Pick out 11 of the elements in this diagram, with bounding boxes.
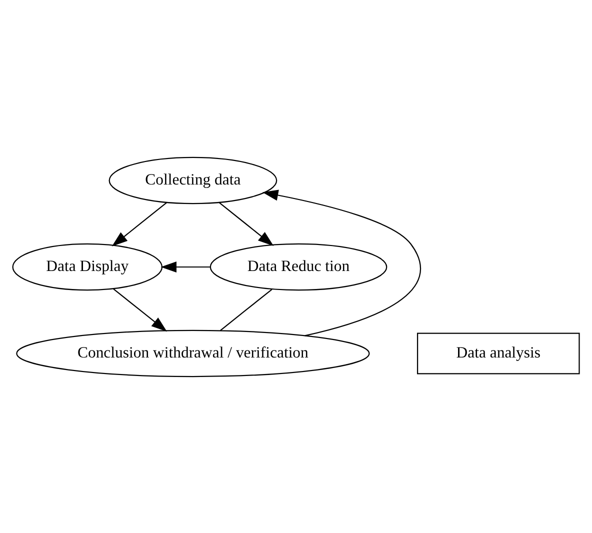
arrow — [112, 202, 168, 246]
node-ellipse: Collecting data — [108, 156, 278, 204]
arrow — [160, 261, 210, 272]
arrow — [113, 288, 168, 332]
connector — [220, 288, 272, 330]
node-ellipse: Data Reduc tion — [210, 242, 388, 290]
node-box: Data analysis — [416, 332, 580, 374]
node-ellipse: Data Display — [12, 242, 163, 290]
node-ellipse: Conclusion withdrawal / verification — [16, 329, 370, 377]
arrow — [218, 202, 274, 246]
arrow — [262, 189, 421, 336]
